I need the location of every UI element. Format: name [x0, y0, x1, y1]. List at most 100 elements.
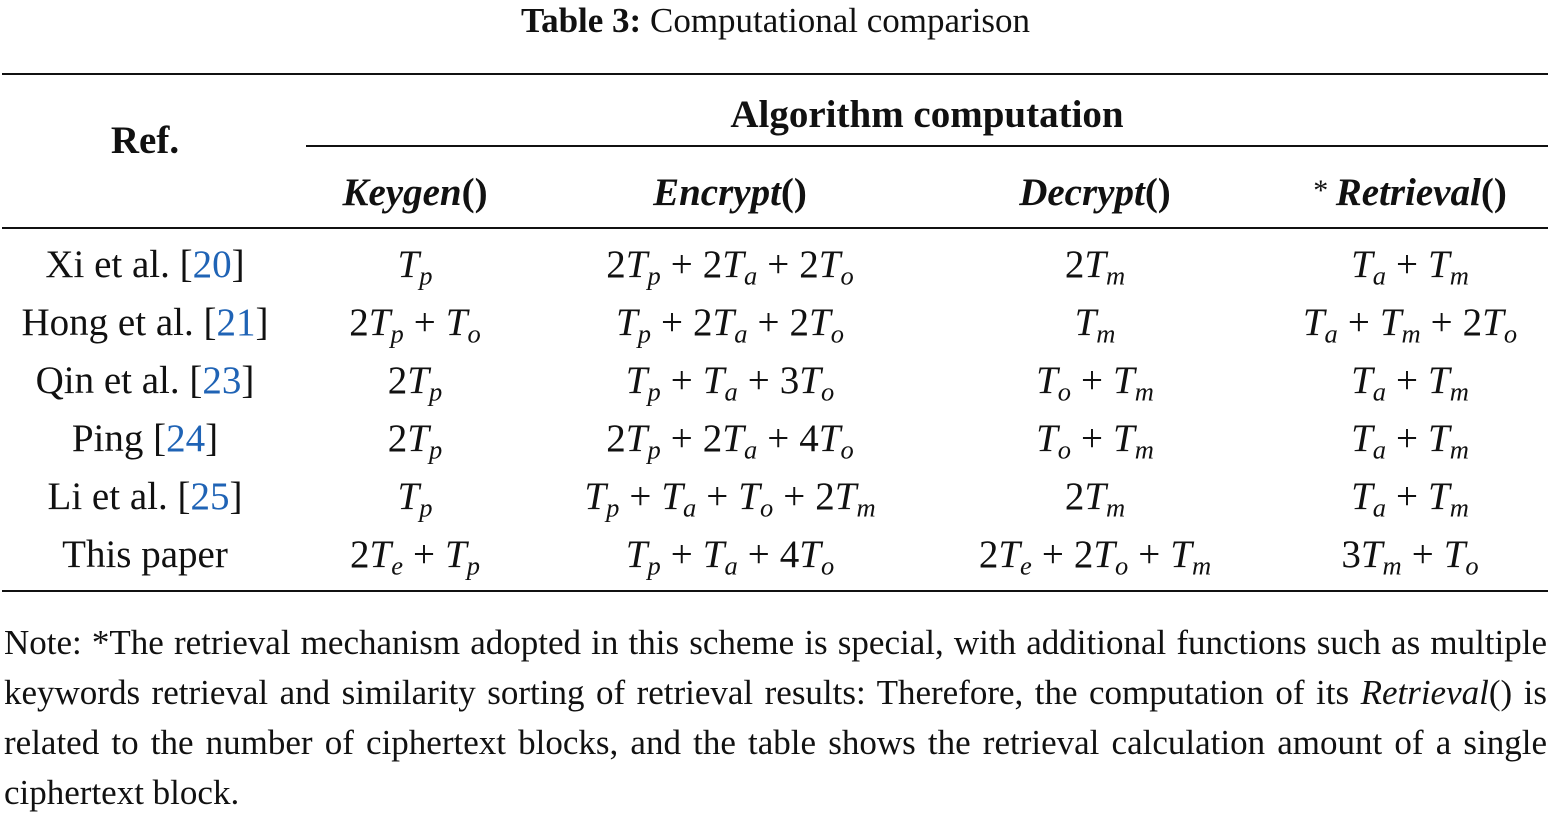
variable: T — [1036, 417, 1058, 460]
variable: T — [722, 417, 744, 460]
subscript: o — [1465, 550, 1479, 581]
subscript: a — [743, 260, 758, 291]
column-header-name: Keygen — [342, 171, 462, 214]
cost-term: 2Tp — [387, 359, 442, 405]
operator: + — [1138, 533, 1161, 576]
citation-link[interactable]: 25 — [190, 475, 230, 518]
cost-cell: 3Tm+To — [1270, 532, 1550, 579]
operator: + — [747, 359, 770, 402]
column-header-keygen: Keygen() — [300, 170, 530, 215]
coefficient: 2 — [815, 475, 835, 518]
cost-term: 2Tm — [1065, 475, 1125, 521]
variable: T — [1113, 359, 1135, 402]
cost-term: Tp — [445, 533, 480, 579]
variable: T — [625, 417, 648, 460]
variable: T — [1428, 475, 1450, 518]
subscript: p — [419, 492, 433, 523]
operator: + — [1347, 301, 1370, 344]
variable: T — [1351, 475, 1373, 518]
note-suffix: is related to the number of ciphertext b… — [4, 673, 1547, 812]
subscript: a — [1372, 260, 1387, 291]
coefficient: 3 — [779, 359, 800, 402]
cost-term: 2To — [799, 243, 853, 289]
subscript: a — [683, 492, 697, 523]
cost-cell: Tp+Ta+To+2Tm — [540, 474, 920, 523]
cost-cell: Tp+Ta+3To — [540, 358, 920, 405]
cost-term: Tm — [1428, 359, 1469, 405]
subscript: e — [391, 550, 403, 581]
column-header-name: Decrypt — [1019, 171, 1145, 214]
variable: T — [1170, 533, 1192, 576]
cost-term: Tm — [1075, 301, 1116, 347]
cost-term: Tp — [398, 243, 433, 289]
citation-link[interactable]: 21 — [216, 301, 256, 344]
operator: + — [670, 417, 693, 460]
column-header-name: Retrieval — [1335, 171, 1481, 214]
cost-term: 4To — [780, 533, 834, 579]
subscript: o — [467, 318, 481, 349]
coefficient: 2 — [350, 533, 370, 576]
subscript: m — [1134, 376, 1154, 407]
cost-cell: 2Tp+To — [300, 300, 530, 349]
subscript: e — [1020, 550, 1032, 581]
subscript: p — [606, 492, 620, 523]
variable: T — [1113, 417, 1135, 460]
variable: T — [818, 417, 841, 460]
table-row-ref: Ping [24] — [0, 416, 290, 461]
variable: T — [1351, 243, 1373, 286]
cost-term: 2Te — [350, 533, 403, 579]
variable: T — [625, 243, 648, 286]
cost-term: 2To — [789, 301, 843, 347]
variable: T — [738, 475, 760, 518]
cost-cell: Ta+Tm — [1270, 242, 1550, 291]
ref-bracket-close: ] — [255, 301, 269, 344]
table-title: Computational comparison — [649, 1, 1031, 40]
subscript: m — [1449, 492, 1469, 523]
coefficient: 2 — [1462, 301, 1483, 344]
variable: T — [407, 417, 429, 460]
ref-name: Hong et al. — [21, 301, 194, 344]
cost-cell: 2Tm — [930, 474, 1260, 521]
variable: T — [397, 475, 420, 518]
variable: T — [722, 243, 744, 286]
ref-name: Li et al. — [47, 475, 168, 518]
variable: T — [1428, 359, 1450, 402]
table-row-ref: Li et al. [25] — [0, 474, 290, 519]
cost-term: 3To — [779, 359, 834, 405]
cost-term: Tp — [397, 475, 433, 521]
ref-bracket-close: ] — [229, 475, 243, 518]
group-rule — [306, 145, 1548, 147]
cost-term: 4To — [799, 417, 853, 463]
citation-link[interactable]: 23 — [202, 359, 242, 402]
ref-name: This paper — [62, 533, 228, 576]
variable: T — [998, 533, 1021, 576]
cost-term: 2Tp — [606, 417, 660, 463]
subscript: o — [1057, 434, 1072, 465]
subscript: a — [724, 550, 738, 581]
cost-term: 2Ta — [703, 243, 757, 289]
cost-term: 2Te — [979, 533, 1032, 579]
ref-bracket-open: [ — [179, 359, 203, 402]
operator: + — [1396, 475, 1419, 518]
cost-cell: Ta+Tm+2To — [1270, 300, 1550, 349]
cost-term: Tm — [1428, 475, 1469, 521]
algorithm-group-header: Algorithm computation — [730, 93, 1124, 136]
coefficient: 2 — [606, 417, 626, 460]
cost-term: 2Tp — [388, 417, 442, 463]
subscript: o — [1503, 318, 1518, 349]
table-note: Note: *The retrieval mechanism adopted i… — [4, 618, 1547, 818]
subscript: m — [1401, 318, 1421, 349]
citation-link[interactable]: 24 — [166, 417, 206, 460]
variable: T — [834, 475, 857, 518]
variable: T — [1351, 359, 1373, 402]
citation-link[interactable]: 20 — [192, 243, 232, 286]
cost-term: To — [1444, 533, 1479, 579]
subscript: o — [830, 318, 844, 349]
operator: + — [706, 475, 729, 518]
cost-term: Tm — [1380, 301, 1421, 347]
operator: + — [1081, 359, 1104, 402]
coefficient: 2 — [387, 359, 408, 402]
ref-name: Ping — [71, 417, 144, 460]
top-rule — [2, 73, 1548, 75]
header-rule — [2, 227, 1548, 229]
